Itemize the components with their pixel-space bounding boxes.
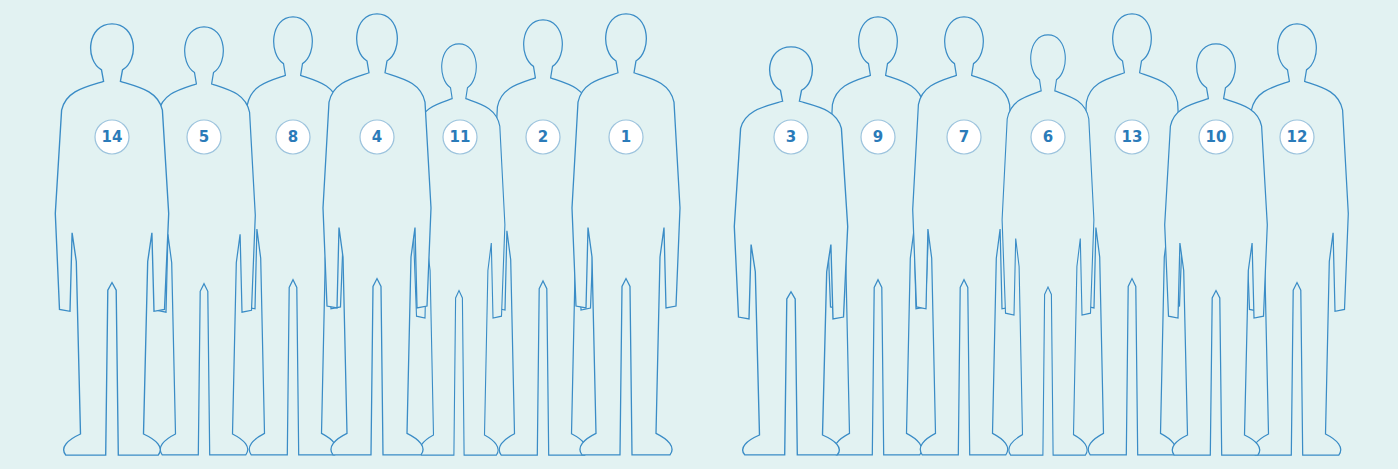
circle-shape [443, 120, 477, 154]
callout-circle: 11 [442, 119, 478, 155]
callout-number: 1 [608, 119, 644, 155]
callout-circle: 3 [773, 119, 809, 155]
callout-number: 9 [860, 119, 896, 155]
circle-shape [526, 120, 560, 154]
circle-shape [947, 120, 981, 154]
circle-shape [1199, 120, 1233, 154]
callout-circle: 10 [1198, 119, 1234, 155]
circle-shape [609, 120, 643, 154]
callout-number: 6 [1030, 119, 1066, 155]
callout-number: 2 [525, 119, 561, 155]
person-silhouette [323, 14, 431, 455]
callout-circle: 13 [1114, 119, 1150, 155]
callout-circle: 6 [1030, 119, 1066, 155]
circle-shape [861, 120, 895, 154]
callout-number: 12 [1279, 119, 1315, 155]
circle-shape [1031, 120, 1065, 154]
callout-circle: 7 [946, 119, 982, 155]
person-silhouette [734, 47, 847, 455]
callout-number: 3 [773, 119, 809, 155]
callout-circle: 1 [608, 119, 644, 155]
callout-circle: 9 [860, 119, 896, 155]
circle-shape [774, 120, 808, 154]
circle-shape [360, 120, 394, 154]
callout-number: 4 [359, 119, 395, 155]
circle-shape [95, 120, 129, 154]
callout-number: 13 [1114, 119, 1150, 155]
person-silhouette [1165, 44, 1268, 455]
callout-number: 5 [186, 119, 222, 155]
callout-number: 7 [946, 119, 982, 155]
callout-number: 14 [94, 119, 130, 155]
callout-circle: 8 [275, 119, 311, 155]
circle-shape [1280, 120, 1314, 154]
person-silhouette [913, 17, 1016, 455]
callout-number: 11 [442, 119, 478, 155]
callout-circle: 12 [1279, 119, 1315, 155]
callout-circle: 5 [186, 119, 222, 155]
callout-circle: 2 [525, 119, 561, 155]
callout-number: 10 [1198, 119, 1234, 155]
callout-number: 8 [275, 119, 311, 155]
person-silhouette [572, 14, 680, 455]
circle-shape [1115, 120, 1149, 154]
circle-shape [276, 120, 310, 154]
callout-circle: 14 [94, 119, 130, 155]
person-silhouette [1002, 35, 1094, 455]
person-silhouette [55, 24, 168, 455]
circle-shape [187, 120, 221, 154]
callout-circle: 4 [359, 119, 395, 155]
